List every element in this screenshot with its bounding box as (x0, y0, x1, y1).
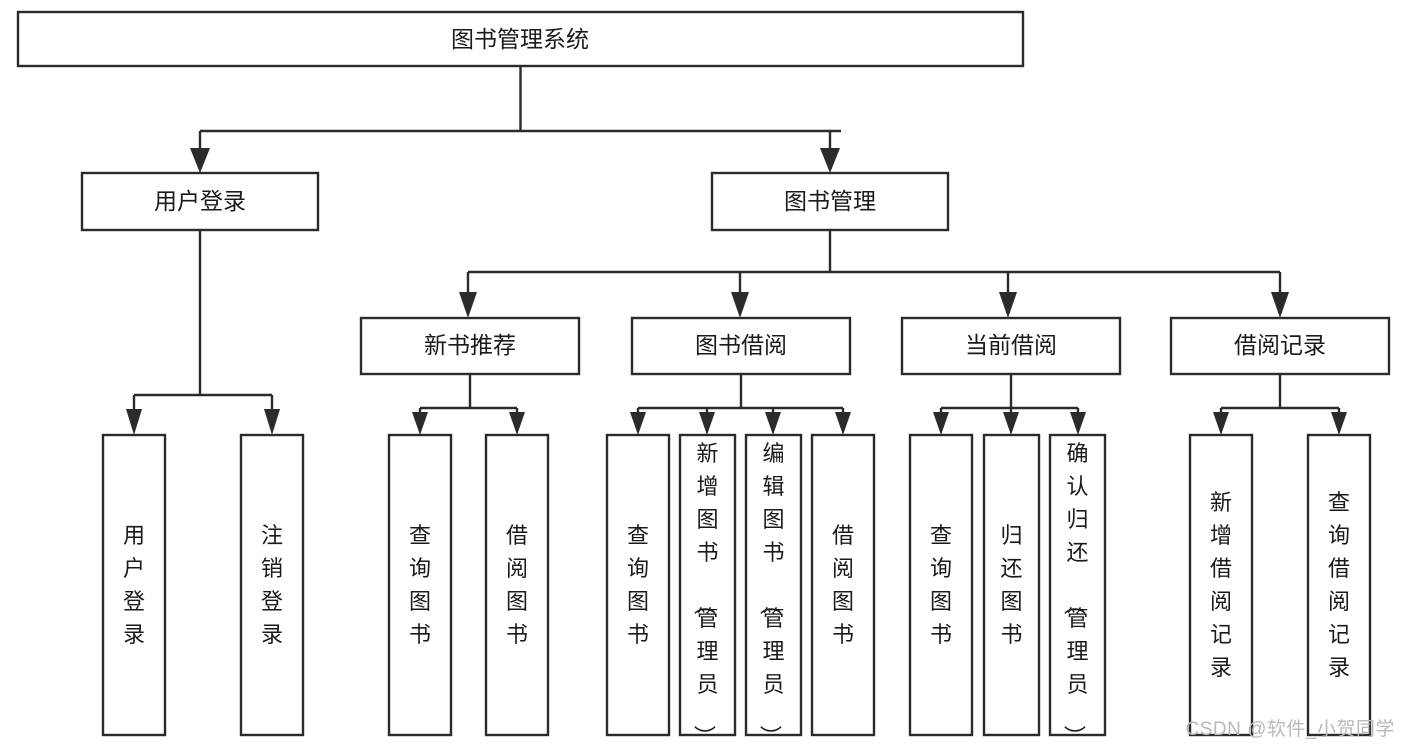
node-leaf-query-book-2-box[interactable] (605, 433, 671, 737)
arrow-head-leaf-edit-book (765, 412, 781, 435)
node-borrow-record[interactable]: 借阅记录 (1169, 316, 1391, 376)
node-leaf-query-book-1[interactable]: 查询图书 (387, 433, 453, 737)
connector-group-current-borrow (933, 374, 1086, 435)
arrow-head-leaf-query-book-2 (630, 412, 646, 435)
node-borrow-record-box[interactable] (1169, 316, 1391, 376)
arrow-head-leaf-add-record (1213, 412, 1229, 435)
arrow-head-borrow-record (1271, 292, 1289, 318)
arrow-head-leaf-borrow-book-1 (509, 412, 525, 435)
node-current-borrow[interactable]: 当前借阅 (900, 316, 1122, 376)
arrow-head-leaf-user-login (126, 409, 142, 435)
node-new-book-rec-label: 新书推荐 (424, 332, 516, 358)
node-leaf-query-book-3-box[interactable] (908, 433, 974, 737)
node-leaf-return-book-box[interactable] (982, 433, 1041, 737)
node-leaf-edit-book-label: 编辑图书（管理员） (757, 441, 784, 747)
node-leaf-confirm-return-label: 确认归还（管理员） (1061, 441, 1088, 747)
node-leaf-return-book[interactable]: 归还图书 (982, 433, 1041, 737)
node-current-borrow-label: 当前借阅 (965, 332, 1057, 358)
node-current-borrow-box[interactable] (900, 316, 1122, 376)
arrow-head-leaf-confirm-return (1070, 412, 1086, 435)
node-book-borrow-box[interactable] (630, 316, 852, 376)
connector-group-user-login (126, 230, 280, 435)
node-leaf-add-record[interactable]: 新增借阅记录 (1188, 433, 1254, 737)
connector-group-book-borrow (630, 374, 851, 435)
node-leaf-borrow-book-1-box[interactable] (484, 433, 550, 737)
node-leaf-query-record[interactable]: 查询借阅记录 (1306, 433, 1372, 737)
node-leaf-borrow-book-2[interactable]: 借阅图书 (810, 433, 876, 737)
node-leaf-logout[interactable]: 注销登录 (239, 433, 305, 737)
node-leaf-confirm-return[interactable]: 确认归还（管理员） (1048, 433, 1107, 747)
arrow-head-leaf-logout (264, 409, 280, 435)
node-leaf-user-login-label: 用户登录 (123, 523, 145, 647)
node-leaf-add-record-box[interactable] (1188, 433, 1254, 737)
node-leaf-edit-book[interactable]: 编辑图书（管理员） (744, 433, 803, 747)
arrow-head-leaf-borrow-book-2 (835, 412, 851, 435)
node-root[interactable]: 图书管理系统 (16, 10, 1025, 68)
node-book-manage-label: 图书管理 (784, 188, 876, 214)
node-user-login-box[interactable] (80, 171, 320, 232)
node-book-manage-box[interactable] (710, 171, 950, 232)
node-leaf-add-book-box[interactable] (678, 433, 737, 737)
node-leaf-add-book[interactable]: 新增图书（管理员） (678, 433, 737, 747)
node-leaf-confirm-return-box[interactable] (1048, 433, 1107, 737)
node-leaf-logout-box[interactable] (239, 433, 305, 737)
node-book-borrow-label: 图书借阅 (695, 332, 787, 358)
node-new-book-rec[interactable]: 新书推荐 (359, 316, 581, 376)
arrow-head-user-login (190, 148, 210, 173)
arrow-head-book-borrow (731, 292, 749, 318)
node-leaf-add-book-label: 新增图书（管理员） (691, 441, 718, 747)
node-book-manage[interactable]: 图书管理 (710, 171, 950, 232)
connector-group-borrow-record (1213, 374, 1347, 435)
connector-group-book-manage (459, 230, 1289, 318)
arrow-head-leaf-query-book-3 (933, 412, 949, 435)
arrow-head-leaf-return-book (1003, 412, 1019, 435)
node-leaf-user-login-box[interactable] (101, 433, 167, 737)
node-root-label: 图书管理系统 (451, 26, 589, 52)
node-leaf-query-book-1-box[interactable] (387, 433, 453, 737)
node-leaf-query-book-2[interactable]: 查询图书 (605, 433, 671, 737)
node-leaf-query-record-box[interactable] (1306, 433, 1372, 737)
arrow-head-leaf-query-book-1 (412, 412, 428, 435)
node-leaf-logout-label: 注销登录 (261, 523, 283, 647)
node-leaf-borrow-book-1[interactable]: 借阅图书 (484, 433, 550, 737)
node-leaf-add-record-label: 新增借阅记录 (1210, 490, 1232, 680)
node-new-book-rec-box[interactable] (359, 316, 581, 376)
node-user-login[interactable]: 用户登录 (80, 171, 320, 232)
node-leaf-query-book-1-label: 查询图书 (409, 523, 431, 647)
node-root-box[interactable] (16, 10, 1025, 68)
node-user-login-label: 用户登录 (154, 188, 246, 214)
node-book-borrow[interactable]: 图书借阅 (630, 316, 852, 376)
arrow-head-new-book-rec (459, 292, 477, 318)
node-leaf-borrow-book-2-label: 借阅图书 (832, 523, 854, 647)
node-leaf-edit-book-box[interactable] (744, 433, 803, 737)
arrow-head-leaf-add-book (699, 412, 715, 435)
node-leaf-return-book-label: 归还图书 (1000, 523, 1022, 647)
node-leaf-query-book-3-label: 查询图书 (930, 523, 952, 647)
arrow-head-leaf-query-record (1331, 412, 1347, 435)
node-leaf-query-book-2-label: 查询图书 (627, 523, 649, 647)
arrow-head-book-manage (820, 148, 840, 173)
leaf-node-layer: 用户登录 注销登录 查询图书 借阅图书 查询图书 新增图书（管理员） 编辑图书（管理员） 借阅… (101, 433, 1372, 747)
node-borrow-record-label: 借阅记录 (1234, 332, 1326, 358)
node-leaf-query-book-3[interactable]: 查询图书 (908, 433, 974, 737)
connector-group-new-book-rec (412, 374, 525, 435)
node-leaf-borrow-book-1-label: 借阅图书 (506, 523, 528, 647)
arrow-head-current-borrow (999, 292, 1017, 318)
connector-group-root (190, 66, 841, 173)
node-leaf-borrow-book-2-box[interactable] (810, 433, 876, 737)
node-leaf-user-login[interactable]: 用户登录 (101, 433, 167, 737)
node-leaf-query-record-label: 查询借阅记录 (1328, 490, 1350, 680)
